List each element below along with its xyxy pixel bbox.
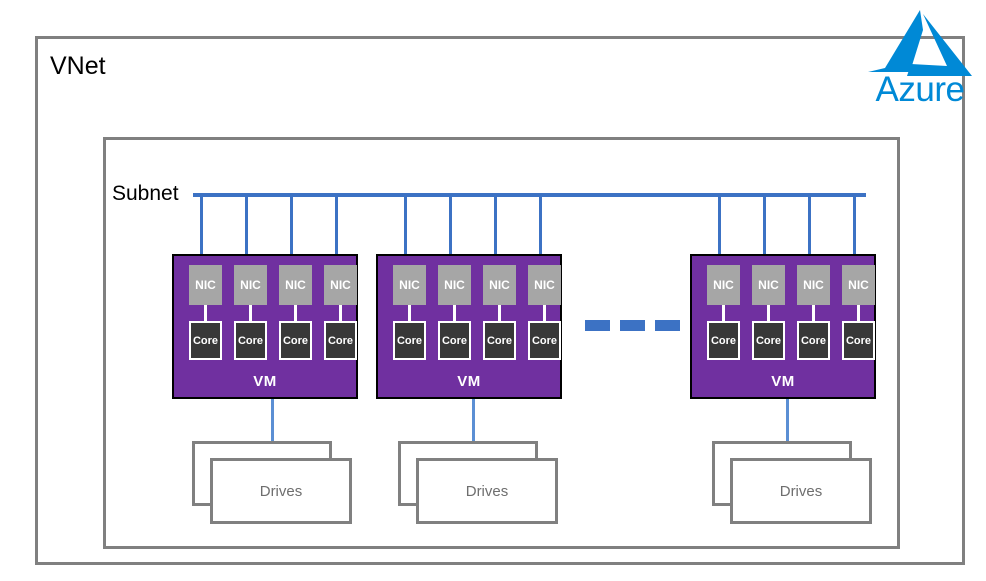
subnet-drop-line [718,195,721,257]
nic-box[interactable]: NIC [797,265,830,305]
nic-box[interactable]: NIC [528,265,561,305]
core-box[interactable]: Core [279,321,312,360]
nic-box[interactable]: NIC [842,265,875,305]
ellipsis-dash [585,320,610,331]
drives-front-sheet: Drives [730,458,872,524]
drives-label: Drives [259,482,303,500]
nic-core-connector [339,305,342,321]
subnet-drop-line [200,195,203,257]
subnet-drop-line [245,195,248,257]
vm-block[interactable]: NIC NIC NIC NIC Core Core Core Core VM [690,254,876,399]
subnet-drop-line [404,195,407,257]
vm-drives-connector [786,399,789,455]
nic-core-connector [249,305,252,321]
subnet-label: Subnet [112,182,179,205]
nic-box[interactable]: NIC [189,265,222,305]
vm-label: VM [457,373,481,390]
nic-box[interactable]: NIC [279,265,312,305]
subnet-drop-line [290,195,293,257]
drives-stack[interactable]: Drives [398,441,558,526]
core-box[interactable]: Core [324,321,357,360]
nic-core-connector [767,305,770,321]
vm-label: VM [771,373,795,390]
ellipsis-dash [620,320,645,331]
vnet-label: VNet [50,52,106,80]
subnet-drop-line [335,195,338,257]
nic-box[interactable]: NIC [438,265,471,305]
nic-core-connector [408,305,411,321]
core-box[interactable]: Core [234,321,267,360]
core-box[interactable]: Core [393,321,426,360]
drives-front-sheet: Drives [210,458,352,524]
nic-core-connector [812,305,815,321]
azure-wordmark: Azure [875,70,965,109]
nic-box[interactable]: NIC [324,265,357,305]
azure-triangle-icon [868,10,972,76]
vm-drives-connector [271,399,274,455]
nic-core-connector [204,305,207,321]
nic-core-connector [543,305,546,321]
drives-front-sheet: Drives [416,458,558,524]
vm-drives-connector [472,399,475,455]
drives-label: Drives [779,482,823,500]
nic-core-connector [857,305,860,321]
drives-stack[interactable]: Drives [712,441,872,526]
subnet-drop-line [763,195,766,257]
nic-core-connector [722,305,725,321]
core-box[interactable]: Core [189,321,222,360]
azure-logo: Azure [862,10,978,110]
subnet-drop-line [808,195,811,257]
nic-box[interactable]: NIC [707,265,740,305]
vm-block[interactable]: NIC NIC NIC NIC Core Core Core Core VM [172,254,358,399]
core-box[interactable]: Core [842,321,875,360]
subnet-drop-line [539,195,542,257]
vm-label: VM [253,373,277,390]
nic-core-connector [498,305,501,321]
drives-label: Drives [465,482,509,500]
vnet-container [35,36,965,565]
drives-stack[interactable]: Drives [192,441,352,526]
ellipsis-dash [655,320,680,331]
core-box[interactable]: Core [752,321,785,360]
subnet-drop-line [494,195,497,257]
nic-core-connector [453,305,456,321]
core-box[interactable]: Core [707,321,740,360]
nic-core-connector [294,305,297,321]
subnet-drop-line [853,195,856,257]
nic-box[interactable]: NIC [752,265,785,305]
nic-box[interactable]: NIC [483,265,516,305]
nic-box[interactable]: NIC [393,265,426,305]
subnet-bus-line [193,193,866,197]
subnet-drop-line [449,195,452,257]
core-box[interactable]: Core [483,321,516,360]
core-box[interactable]: Core [797,321,830,360]
core-box[interactable]: Core [528,321,561,360]
subnet-container [103,137,900,549]
vm-block[interactable]: NIC NIC NIC NIC Core Core Core Core VM [376,254,562,399]
core-box[interactable]: Core [438,321,471,360]
nic-box[interactable]: NIC [234,265,267,305]
